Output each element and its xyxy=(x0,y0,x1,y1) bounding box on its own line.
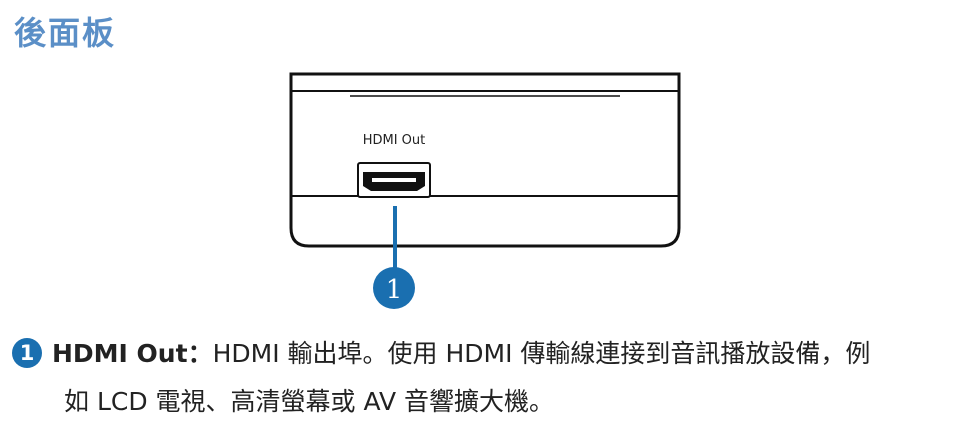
description-line-1: 1 HDMI Out：HDMI 輸出埠。使用 HDMI 傳輸線連接到音訊播放設備，… xyxy=(12,338,871,368)
number-badge: 1 xyxy=(12,338,42,368)
page-title: 後面板 xyxy=(14,14,117,52)
description-text-1: HDMI 輸出埠。使用 HDMI 傳輸線連接到音訊播放設備，例 xyxy=(212,339,871,368)
hdmi-out-label: HDMI Out xyxy=(363,133,426,148)
description: 1 HDMI Out：HDMI 輸出埠。使用 HDMI 傳輸線連接到音訊播放設備，… xyxy=(12,330,957,426)
term-separator: ： xyxy=(187,339,213,368)
term-hdmi-out: HDMI Out xyxy=(52,339,188,368)
callout-number: 1 xyxy=(386,275,403,305)
rear-panel-diagram: HDMI Out 1 xyxy=(289,72,681,309)
description-text-2: 如 LCD 電視、高清螢幕或 AV 音響擴大機。 xyxy=(64,387,555,416)
callout-circle xyxy=(373,267,415,309)
hdmi-port-icon xyxy=(357,162,431,198)
device-outline xyxy=(289,72,681,248)
